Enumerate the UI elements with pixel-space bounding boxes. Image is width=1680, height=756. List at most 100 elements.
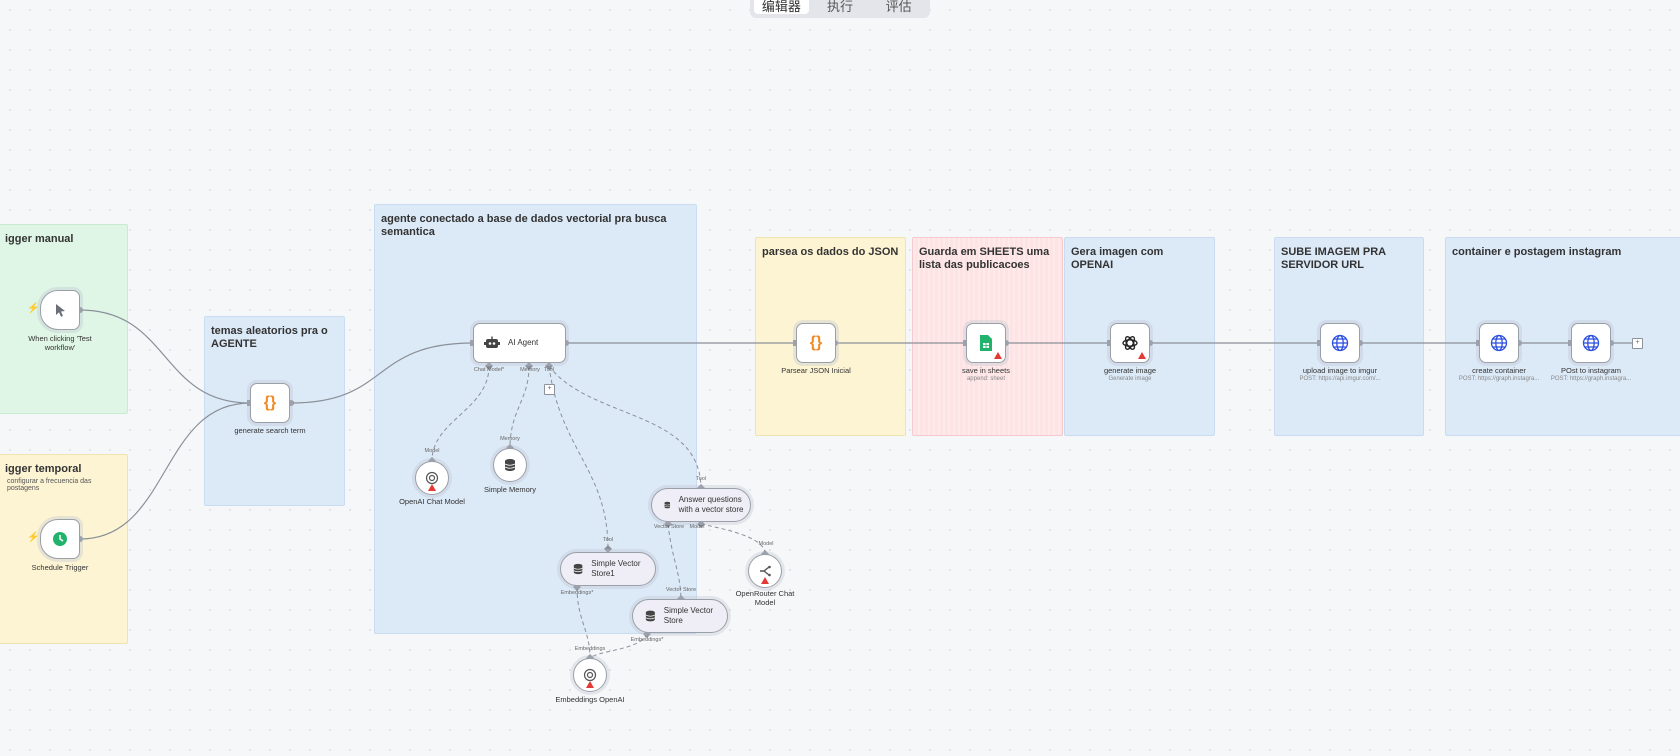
wire-tool-vs1 bbox=[548, 365, 609, 550]
connector-label: Model bbox=[689, 524, 705, 530]
sticky-title: container e postagem instagram bbox=[1452, 246, 1622, 258]
node-openai-chat-model[interactable] bbox=[415, 461, 449, 495]
node-simple-memory[interactable] bbox=[493, 448, 527, 482]
wire-memory bbox=[509, 365, 530, 449]
sticky-sheets[interactable]: Guarda em SHEETS uma lista das publicaco… bbox=[912, 237, 1063, 436]
node-answer-questions[interactable]: Answer questions with a vector store bbox=[651, 488, 751, 522]
sticky-title: parsea os dados do JSON bbox=[762, 246, 899, 258]
openai-icon bbox=[583, 668, 597, 682]
node-label: Parsear JSON Inicial bbox=[781, 366, 851, 375]
warning-icon bbox=[1138, 352, 1146, 359]
node-subtitle: append: sheet bbox=[966, 376, 1006, 382]
connector-label: Chat Model* bbox=[473, 367, 505, 373]
connector-label: Memory bbox=[500, 436, 520, 442]
node-simple-vector-store[interactable]: Simple Vector Store bbox=[632, 599, 728, 633]
node-create-container[interactable] bbox=[1479, 323, 1519, 363]
sticky-title: igger manual bbox=[5, 233, 74, 245]
code-braces-icon: {} bbox=[263, 394, 277, 411]
sticky-title: agente conectado a base de dados vectori… bbox=[381, 213, 667, 238]
connector-label: Embeddings* bbox=[630, 637, 664, 643]
warning-icon bbox=[586, 681, 594, 688]
wire-vs1-embeddings bbox=[576, 586, 591, 659]
clock-icon bbox=[53, 532, 67, 546]
wire-vs-embeddings bbox=[589, 633, 648, 659]
node-title: Simple Vector Store bbox=[663, 606, 714, 625]
node-label: OpenAI Chat Model bbox=[399, 497, 465, 506]
sticky-subtitle: configurar a frecuencia das postagens bbox=[7, 478, 92, 492]
wire-manual-to-search bbox=[79, 309, 251, 404]
node-parse-json[interactable]: {} bbox=[796, 323, 836, 363]
sticky-title: igger temporal bbox=[5, 463, 82, 475]
code-braces-icon: {} bbox=[809, 334, 823, 351]
connector-label: Embeddings bbox=[574, 646, 606, 652]
sticky-title: SUBE IMAGEM PRA SERVIDOR URL bbox=[1281, 246, 1386, 271]
node-simple-vector-store1[interactable]: Simple Vector Store1 bbox=[560, 552, 656, 586]
globe-icon bbox=[1582, 334, 1600, 352]
node-ai-agent[interactable]: AI Agent bbox=[473, 323, 566, 363]
openai-icon bbox=[425, 471, 439, 485]
connector-label: Vector Store bbox=[665, 587, 697, 593]
database-icon bbox=[664, 501, 671, 509]
node-label: Schedule Trigger bbox=[31, 563, 89, 572]
add-node-button[interactable]: + bbox=[1632, 338, 1643, 349]
connector-label: Model bbox=[424, 448, 440, 454]
node-label: Embeddings OpenAI bbox=[555, 695, 625, 704]
node-generate-search-term[interactable]: {} bbox=[250, 383, 290, 423]
node-subtitle: POST: https://api.imgur.com/... bbox=[1299, 376, 1381, 382]
router-icon bbox=[760, 565, 771, 577]
node-label: When clicking 'Test workflow' bbox=[28, 334, 92, 352]
node-schedule-trigger[interactable] bbox=[40, 519, 80, 559]
trigger-bolt-icon: ⚡ bbox=[27, 532, 40, 543]
warning-icon bbox=[994, 352, 1002, 359]
tab-evaluations[interactable]: 评估 bbox=[885, 0, 912, 14]
trigger-bolt-icon: ⚡ bbox=[27, 303, 40, 314]
connector-label: Memory bbox=[520, 367, 540, 373]
node-label: upload image to imgur bbox=[1302, 366, 1378, 375]
node-label: POst to instagram bbox=[1560, 366, 1622, 375]
database-icon bbox=[645, 610, 655, 622]
node-upload-imgur[interactable] bbox=[1320, 323, 1360, 363]
warning-icon bbox=[761, 577, 769, 584]
view-tabs: 编辑器 执行 评估 bbox=[750, 0, 930, 18]
wire-answer-vectorstore bbox=[667, 523, 682, 600]
warning-icon bbox=[428, 484, 436, 491]
database-icon bbox=[504, 459, 516, 471]
add-tool-button[interactable]: + bbox=[544, 384, 555, 395]
connector-label: Vector Store bbox=[653, 524, 685, 530]
globe-icon bbox=[1331, 334, 1349, 352]
sticky-title: Guarda em SHEETS uma lista das publicaco… bbox=[919, 246, 1050, 271]
tab-editor[interactable]: 编辑器 bbox=[754, 0, 809, 14]
sticky-title: Gera imagen com OPENAI bbox=[1071, 246, 1164, 271]
connector-label: Model bbox=[758, 541, 774, 547]
node-label: OpenRouter Chat Model bbox=[735, 589, 795, 607]
database-icon bbox=[573, 563, 583, 575]
sticky-title: temas aleatorios pra o AGENTE bbox=[211, 325, 328, 350]
node-label: Simple Memory bbox=[483, 485, 537, 494]
node-post-instagram[interactable] bbox=[1571, 323, 1611, 363]
connector-label: Embeddings* bbox=[560, 590, 594, 596]
node-subtitle: POST: https://graph.instagra... bbox=[1550, 376, 1632, 382]
node-label: save in sheets bbox=[962, 366, 1010, 375]
robot-icon bbox=[484, 336, 500, 348]
node-title: AI Agent bbox=[508, 338, 539, 347]
node-manual-trigger[interactable] bbox=[40, 290, 80, 330]
openai-icon bbox=[1122, 336, 1138, 350]
node-label: create container bbox=[1472, 366, 1526, 375]
node-subtitle: POST: https://graph.instagra... bbox=[1458, 376, 1540, 382]
sheets-icon bbox=[980, 335, 992, 351]
connector-label: Tool bbox=[602, 537, 614, 543]
cursor-icon bbox=[56, 304, 65, 317]
node-subtitle: Generate image bbox=[1108, 376, 1152, 382]
node-title: Answer questions with a vector store bbox=[678, 495, 744, 514]
node-label: generate image bbox=[1103, 366, 1157, 375]
globe-icon bbox=[1490, 334, 1508, 352]
wire-schedule-to-search bbox=[79, 402, 251, 540]
wire-answer-model bbox=[700, 523, 766, 555]
wire-tool-answer bbox=[548, 365, 702, 489]
connector-label: Tool bbox=[543, 367, 555, 373]
connector-label: Tool bbox=[695, 476, 707, 482]
node-label: generate search term bbox=[234, 426, 306, 435]
tab-executions[interactable]: 执行 bbox=[827, 0, 854, 14]
node-title: Simple Vector Store1 bbox=[591, 559, 641, 578]
